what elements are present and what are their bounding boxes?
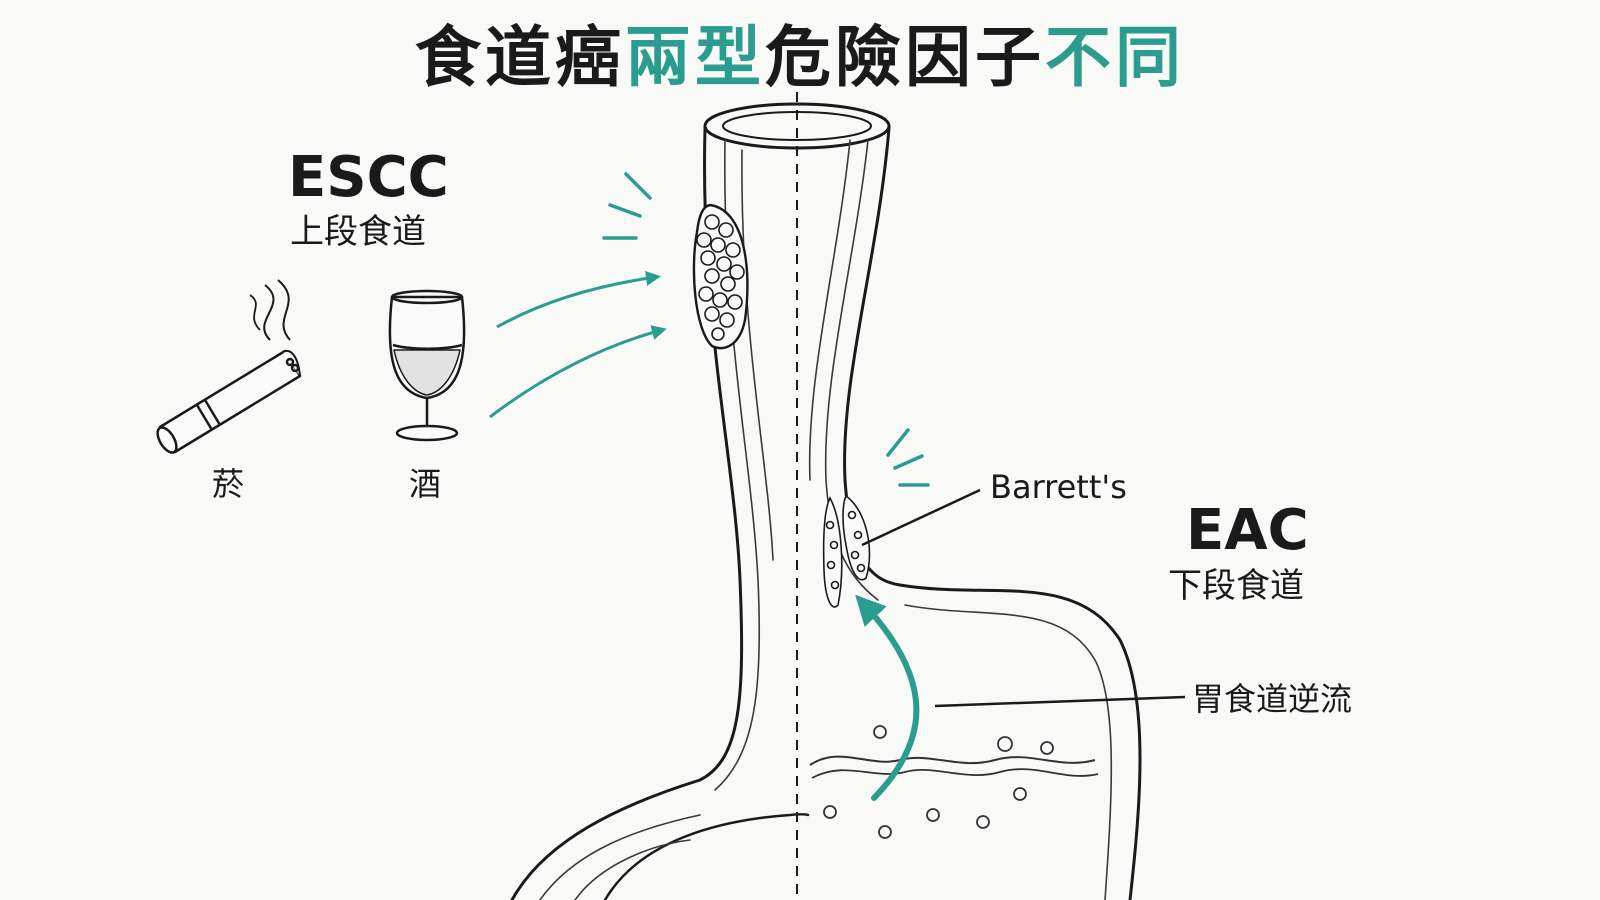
risk-arrow-lower: [490, 330, 662, 417]
wine-glass-icon: [390, 291, 464, 440]
escc-tumor: [694, 205, 748, 348]
alcohol-label: 酒: [409, 465, 441, 503]
barretts-lesion: [824, 496, 870, 607]
escc-location-label: 上段食道: [290, 212, 426, 252]
tobacco-label: 菸: [212, 465, 244, 503]
escc-highlight-marks: [604, 174, 650, 238]
stomach-fluid: [810, 726, 1098, 838]
escc-label: ESCC: [288, 148, 449, 208]
eac-location-label: 下段食道: [1168, 566, 1304, 606]
barretts-label: Barrett's: [990, 468, 1127, 506]
reflux-label: 胃食道逆流: [1192, 680, 1352, 718]
reflux-arrow: [862, 602, 916, 798]
risk-arrow-upper: [497, 277, 656, 327]
eac-highlight-marks: [888, 430, 928, 485]
eac-label: EAC: [1186, 501, 1309, 561]
cigarette-icon: [154, 280, 300, 456]
